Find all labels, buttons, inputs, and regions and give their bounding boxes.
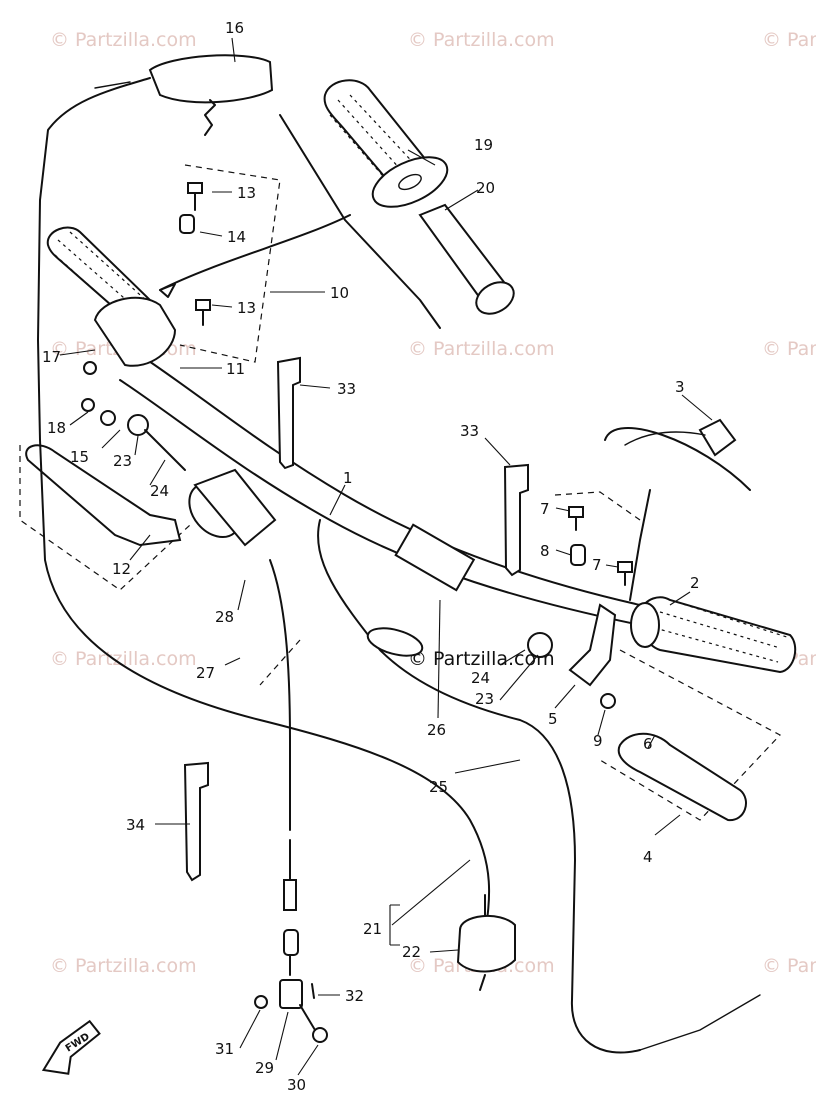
part-label-18: 18	[47, 419, 66, 437]
brake-perch	[527, 506, 633, 709]
part-label-31: 31	[215, 1040, 234, 1058]
part-label-3: 3	[675, 378, 685, 396]
part-label-1: 1	[343, 469, 353, 487]
leader-lines	[59, 37, 713, 1076]
part-label-13-b: 13	[237, 299, 256, 317]
part-label-19: 19	[474, 136, 493, 154]
part-label-5: 5	[548, 710, 558, 728]
handlebar	[119, 354, 641, 626]
throttle-housing	[37, 54, 274, 441]
part-label-33: 33	[337, 380, 356, 398]
part-label-34: 34	[126, 816, 145, 834]
watermark-center: © Partzilla.com	[408, 648, 555, 670]
throttle-cable	[254, 559, 328, 1043]
watermark: © Partzilla.com	[762, 29, 816, 51]
watermark: © Partzilla.com	[50, 955, 197, 977]
watermark: © Partzilla.com	[408, 338, 555, 360]
part-label-7-b: 7	[592, 556, 602, 574]
throttle-grip	[159, 79, 515, 329]
part-label-21: 21	[363, 920, 382, 938]
part-label-24: 24	[150, 482, 169, 500]
part-label-25: 25	[429, 778, 448, 796]
cable-ties	[183, 356, 529, 882]
part-label-32: 32	[345, 987, 364, 1005]
part-label-17: 17	[42, 348, 61, 366]
part-label-27: 27	[196, 664, 215, 682]
carb-cap	[456, 894, 516, 991]
part-label-22: 22	[402, 943, 421, 961]
part-label-2: 2	[690, 574, 700, 592]
part-label-12: 12	[112, 560, 131, 578]
group-outlines	[19, 164, 781, 821]
part-label-30: 30	[287, 1076, 306, 1094]
left-grip	[46, 226, 277, 547]
watermark: © Partzilla.com	[50, 648, 197, 670]
part-label-28: 28	[215, 608, 234, 626]
part-label-24-b: 24	[471, 669, 490, 687]
watermark: © Partzilla.com	[762, 338, 816, 360]
clutch-cable	[39, 439, 761, 1054]
fwd-arrow: FWD	[41, 1019, 101, 1075]
part-label-23-b: 23	[475, 690, 494, 708]
part-label-16: 16	[225, 19, 244, 37]
part-label-10: 10	[330, 284, 349, 302]
part-label-9: 9	[593, 732, 603, 750]
part-label-6: 6	[643, 735, 653, 753]
part-label-4: 4	[643, 848, 653, 866]
part-label-14: 14	[227, 228, 246, 246]
part-label-11: 11	[226, 360, 245, 378]
part-label-26: 26	[427, 721, 446, 739]
clutch-lever	[25, 429, 186, 547]
watermark: © Partzilla.com	[50, 29, 197, 51]
part-label-29: 29	[255, 1059, 274, 1077]
part-label-15: 15	[70, 448, 89, 466]
fasteners-13-14	[81, 182, 211, 436]
part-label-20: 20	[476, 179, 495, 197]
watermark: © Partzilla.com	[762, 955, 816, 977]
brake-lever	[617, 732, 747, 822]
part-label-8: 8	[540, 542, 550, 560]
part-label-13: 13	[237, 184, 256, 202]
switch-3	[604, 418, 751, 601]
part-label-33-b: 33	[460, 422, 479, 440]
right-grip	[630, 596, 797, 674]
part-label-7: 7	[540, 500, 550, 518]
part-label-23: 23	[113, 452, 132, 470]
part-labels: 16 13 14 13 10 11 17 18 15 23 24 12 19 2…	[42, 19, 700, 1094]
watermark: © Partzilla.com	[408, 29, 555, 51]
